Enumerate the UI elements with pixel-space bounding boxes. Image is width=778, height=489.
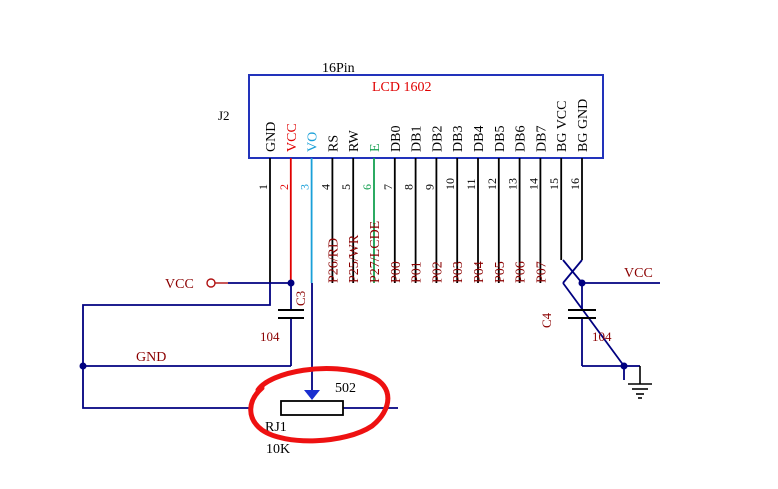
wire-gnd-loop — [82, 283, 271, 409]
pin-name: DB2 — [430, 126, 445, 152]
pin-net-label: P04 — [472, 261, 487, 283]
pin-name: DB5 — [493, 126, 508, 152]
highlight-circle — [248, 366, 391, 444]
pin-net-label: P06 — [514, 261, 529, 283]
pin-name: DB6 — [514, 126, 529, 152]
vcc-left-label: VCC — [165, 277, 194, 292]
capacitor-c4 — [568, 309, 596, 319]
pin-name: DB4 — [472, 126, 487, 152]
pin-number: 3 — [298, 184, 312, 190]
capacitor-c3 — [278, 309, 304, 319]
pin-number: 15 — [547, 178, 561, 190]
pin-number: 11 — [464, 178, 478, 190]
pin-number: 14 — [526, 178, 540, 190]
potentiometer-body — [280, 400, 344, 416]
pin-name: VCC — [285, 123, 300, 152]
pin-net-label: P02 — [430, 261, 445, 283]
pin-number: 8 — [402, 184, 416, 190]
pin-number: 6 — [360, 184, 374, 190]
junction-dot — [287, 279, 295, 287]
pin-name: DB3 — [451, 126, 466, 152]
pin-name: E — [368, 143, 383, 152]
c3-value: 104 — [260, 329, 280, 344]
vcc-terminal-icon — [206, 278, 216, 288]
pin-net-label: P27/LCDE — [368, 221, 383, 283]
pin-name: VO — [306, 132, 321, 152]
pin-name: BG VCC — [555, 101, 570, 152]
chip-label: LCD 1602 — [372, 80, 432, 95]
pin-net-label: P26/RD — [326, 238, 341, 283]
connector-designator: J2 — [218, 108, 230, 123]
pin-name: RS — [326, 135, 341, 152]
pin-number: 2 — [277, 184, 291, 190]
ground-icon — [628, 366, 652, 399]
pin-name: BG GND — [576, 99, 591, 152]
connector-title: 16Pin — [322, 61, 355, 76]
pin-number: 1 — [256, 184, 270, 190]
pin-net-label: P05 — [493, 261, 508, 283]
junction-dot — [578, 279, 586, 287]
pin-number: 9 — [422, 184, 436, 190]
junction-dot — [79, 362, 87, 370]
pin-name: RW — [347, 129, 362, 152]
pin-number: 16 — [568, 178, 582, 190]
vcc-right-label: VCC — [624, 266, 653, 281]
pot-designator: RJ1 — [265, 420, 287, 435]
c3-designator: C3 — [293, 291, 308, 306]
pin-net-label: P03 — [451, 261, 466, 283]
pin-number: 7 — [381, 184, 395, 190]
pin-net-label: P07 — [534, 261, 549, 283]
pin-name: DB0 — [389, 126, 404, 152]
wiper-arrow-icon — [304, 390, 320, 400]
c4-value: 104 — [592, 329, 612, 344]
pin-name: DB1 — [410, 126, 425, 152]
pin-net-label: P25/WR — [347, 234, 362, 283]
pin-net-label: P00 — [389, 261, 404, 283]
pin-number: 4 — [318, 184, 332, 190]
wire-bg-cross — [562, 259, 583, 284]
pin-net-label: P01 — [410, 261, 425, 283]
pin-name: DB7 — [534, 126, 549, 152]
junction-dot — [620, 362, 628, 370]
pin-number: 5 — [339, 184, 353, 190]
pot-marking: 502 — [335, 381, 356, 396]
gnd-label: GND — [136, 350, 166, 365]
junctions — [79, 279, 628, 370]
c4-designator: C4 — [539, 312, 554, 328]
pin-name: GND — [264, 122, 279, 152]
lcd-connector-box — [248, 74, 604, 159]
pin-number: 12 — [485, 178, 499, 190]
pot-value: 10K — [266, 442, 290, 457]
pin-number: 13 — [506, 178, 520, 190]
pin-number: 10 — [443, 178, 457, 190]
